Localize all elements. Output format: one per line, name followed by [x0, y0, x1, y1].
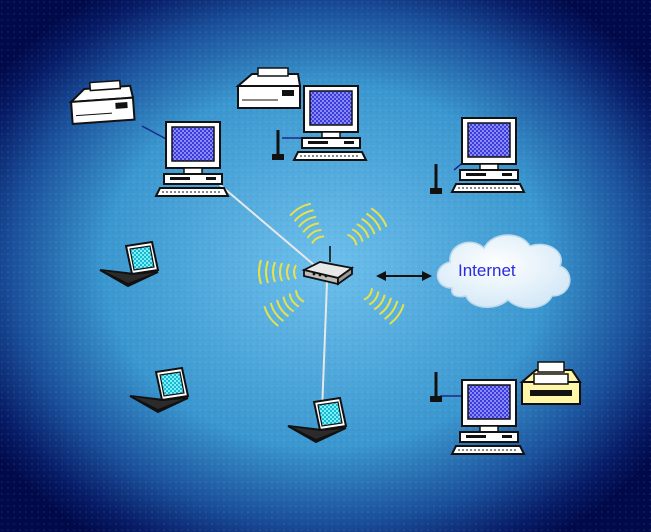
internet-label: Internet — [458, 261, 516, 280]
internet-link-arrow — [376, 271, 432, 281]
wired-link-top-left — [211, 177, 321, 271]
fax-cable-top-left — [141, 125, 169, 141]
access-point-icon — [301, 246, 355, 286]
desktop-computer-icon — [155, 121, 229, 197]
desktop-bottom-right — [428, 361, 582, 455]
desktop-computer-icon — [451, 117, 525, 193]
wired-link-bottom-center — [321, 281, 328, 413]
printer-icon — [519, 361, 582, 405]
desktop-computer-icon — [451, 379, 525, 455]
internet-cloud: Internet — [436, 234, 571, 309]
desktop-computer-icon — [293, 85, 367, 161]
